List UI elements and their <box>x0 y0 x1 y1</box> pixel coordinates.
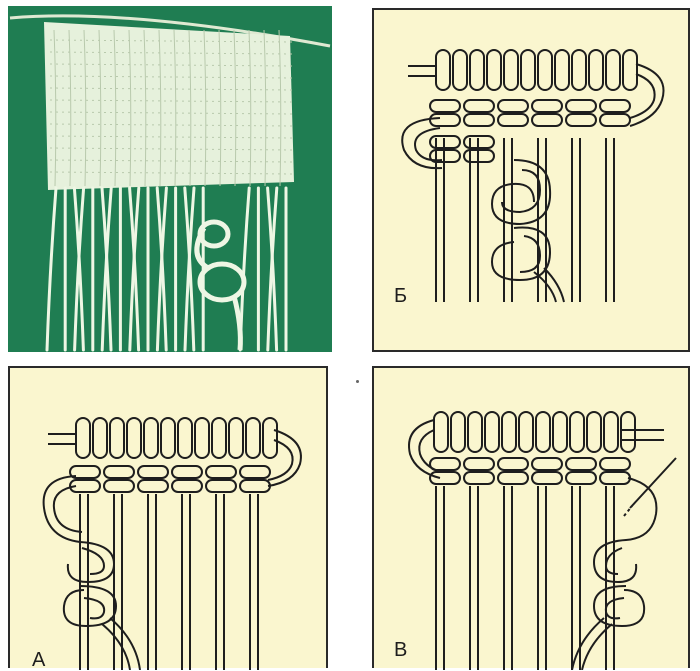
macrame-photo <box>8 6 332 352</box>
macrame-photo-drawing <box>8 6 332 352</box>
diagram-panel-b: Б <box>372 8 690 352</box>
diagram-a-drawing <box>10 368 326 670</box>
diagram-v-drawing <box>374 368 688 670</box>
panel-a-letter: А <box>32 650 45 670</box>
diagram-panel-a: А <box>8 366 328 668</box>
panel-v-letter: В <box>394 640 407 660</box>
panel-b-letter: Б <box>394 286 407 306</box>
diagram-panel-v: В <box>372 366 690 668</box>
diagram-b-drawing <box>374 10 688 350</box>
stray-dot <box>356 380 359 383</box>
